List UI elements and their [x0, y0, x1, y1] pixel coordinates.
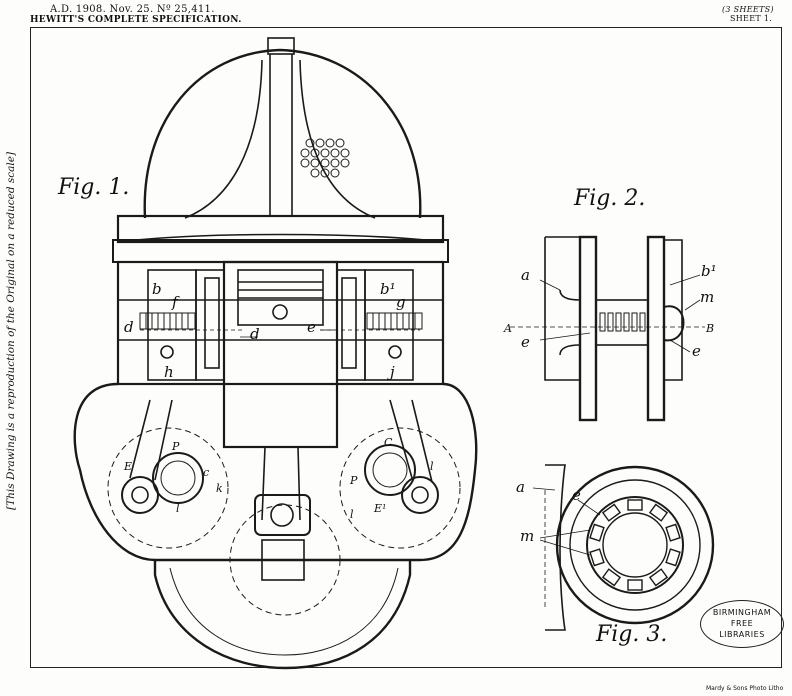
fig1-label-e: e — [307, 318, 316, 336]
fig2-label-e-left: e — [521, 333, 530, 351]
leader-lines — [240, 274, 701, 556]
fig3-valve-plan — [544, 464, 715, 631]
fig1-label-k: k — [216, 482, 223, 495]
fig2-label-e-right: e — [692, 342, 701, 360]
fig1-label-P-left: P — [172, 440, 180, 453]
fig1-label-l-right: l — [350, 508, 354, 521]
fig1-label-c-left: c — [203, 466, 210, 479]
sheet-number: SHEET 1. — [730, 14, 773, 23]
fig2-label-B: B — [706, 322, 715, 335]
printer-credit: Mardy & Sons Photo Litho — [706, 685, 784, 692]
fig2-label-A: A — [504, 322, 512, 335]
stamp-line-3: LIBRARIES — [719, 630, 765, 639]
fig1-label-j: j — [390, 363, 395, 381]
fig1-title: Fig. 1. — [58, 175, 130, 200]
patent-number: A.D. 1908. Nov. 25. Nº 25,411. — [50, 4, 215, 15]
library-stamp: BIRMINGHAM FREE LIBRARIES — [700, 600, 784, 648]
fig1-label-E1: E¹ — [374, 502, 387, 515]
fig1-label-E-left: E — [124, 460, 133, 473]
fig1-label-b1: b¹ — [380, 280, 396, 298]
fig1-engine-section — [73, 37, 478, 670]
specification-title: HEWITT'S COMPLETE SPECIFICATION. — [30, 15, 242, 25]
fig2-title: Fig. 2. — [574, 186, 646, 211]
sheet-count: (3 SHEETS) — [722, 5, 774, 14]
fig3-label-a: a — [516, 478, 525, 496]
fig1-label-h: h — [164, 363, 174, 381]
fig1-label-l-far: l — [430, 460, 434, 473]
fig3-label-e: e — [572, 486, 581, 504]
fig1-label-g: g — [396, 293, 406, 311]
fig2-label-m: m — [700, 288, 715, 306]
fig2-label-a: a — [521, 266, 530, 284]
fig3-label-m: m — [520, 527, 535, 545]
rivet-holes — [300, 138, 350, 178]
stamp-line-2: FREE — [730, 619, 754, 628]
fig2-label-b1: b¹ — [701, 262, 717, 280]
fig3-title: Fig. 3. — [596, 622, 668, 647]
fig1-label-d-center: d — [250, 325, 260, 343]
fig1-label-f: f — [172, 293, 178, 311]
fig2-valve-section — [510, 235, 705, 422]
fig1-label-C-right: C — [384, 436, 393, 449]
drawing-frame — [30, 27, 782, 668]
fig1-label-d-left: d — [124, 318, 134, 336]
stamp-line-1: BIRMINGHAM — [712, 608, 772, 617]
fig1-label-b: b — [152, 280, 162, 298]
fig1-label-l-left: l — [176, 502, 180, 515]
fig1-label-P-right: P — [350, 474, 358, 487]
